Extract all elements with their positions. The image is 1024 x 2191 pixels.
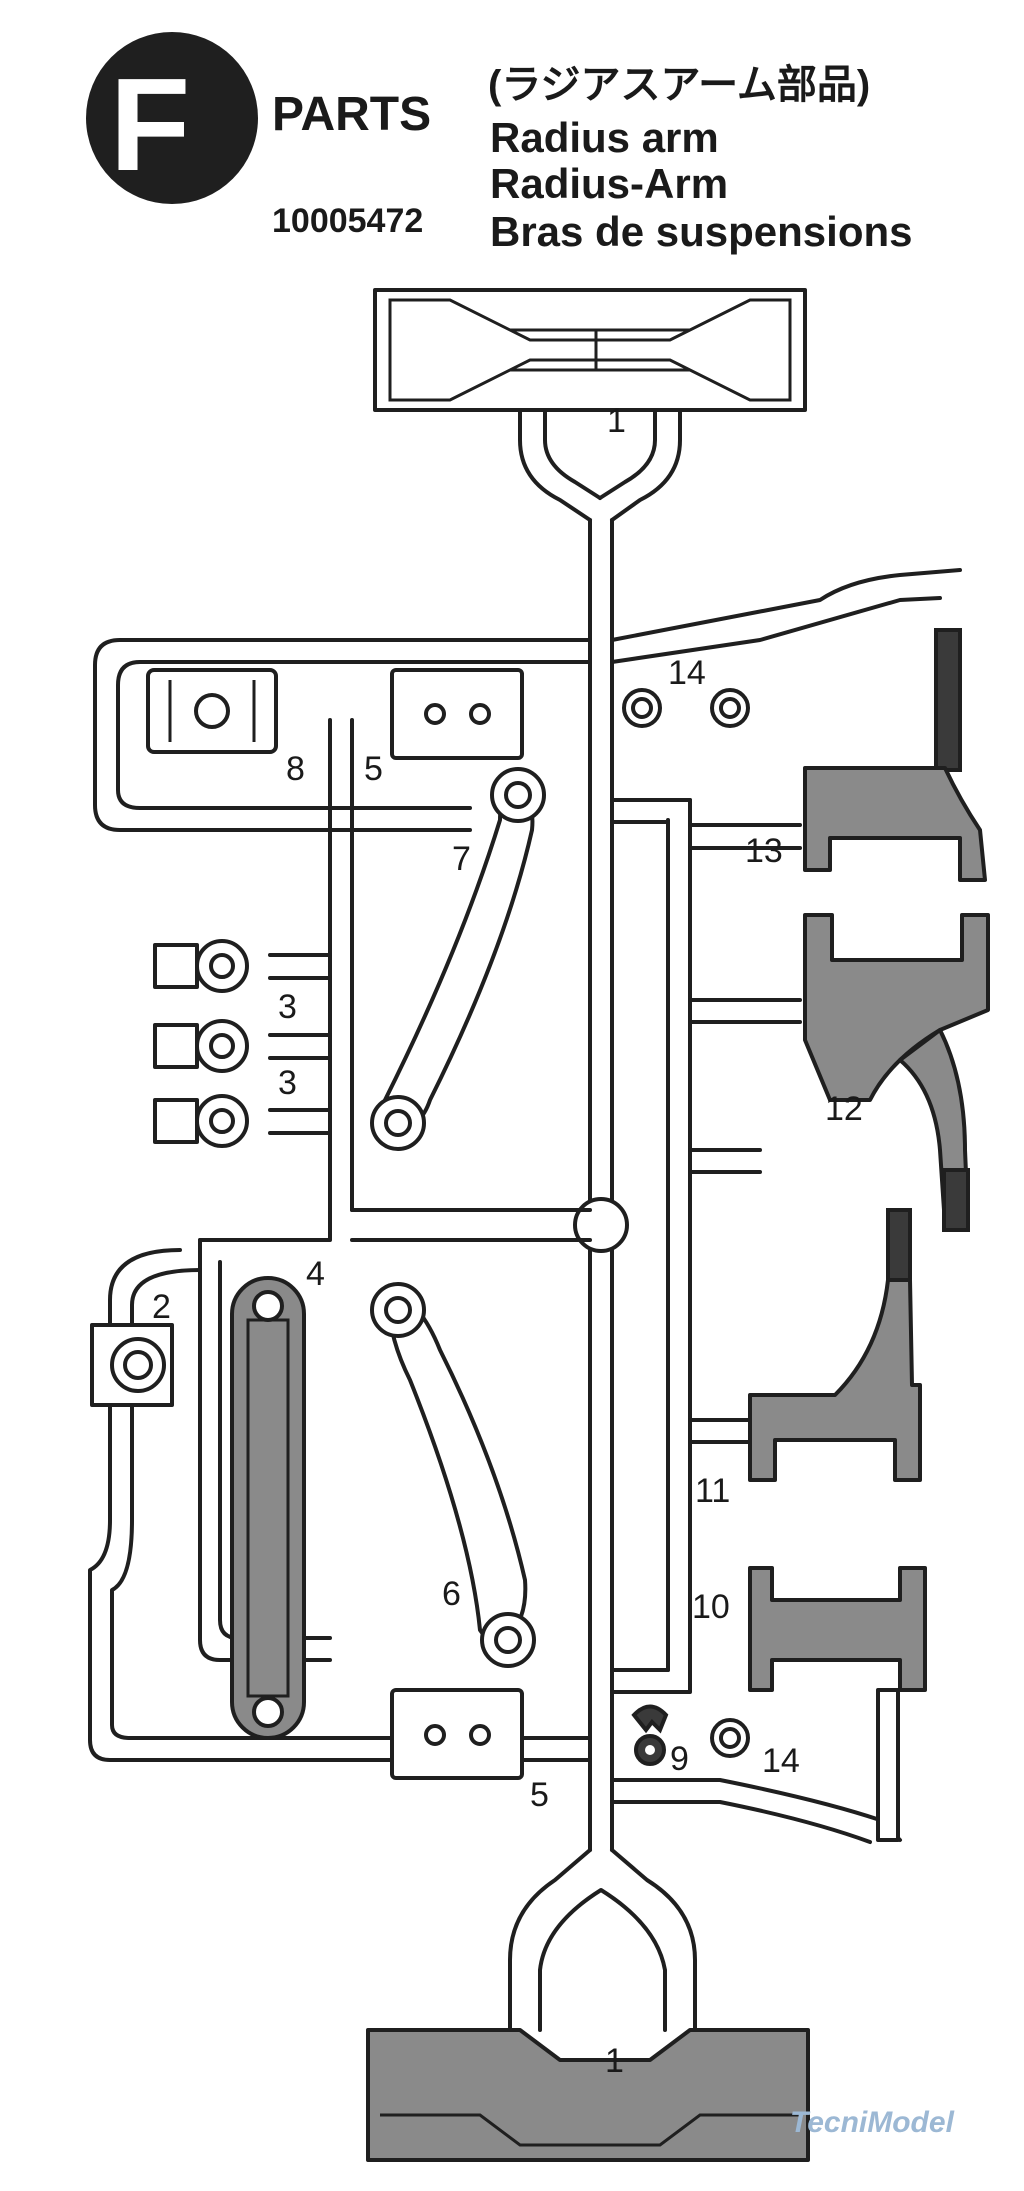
label-part-3-a: 3 bbox=[278, 988, 297, 1026]
watermark-logo: TecniModel bbox=[790, 2106, 955, 2139]
label-part-7: 7 bbox=[452, 840, 471, 878]
label-part-5-bottom: 5 bbox=[530, 1776, 549, 1814]
header: F PARTS 10005472 (ラジアスアーム部品) Radius arm … bbox=[86, 32, 912, 255]
part-8 bbox=[146, 668, 278, 754]
part-14-top bbox=[622, 688, 750, 728]
part-7 bbox=[370, 767, 546, 1151]
header-title: PARTS bbox=[272, 88, 431, 141]
label-part-4: 4 bbox=[306, 1255, 325, 1293]
part-10 bbox=[748, 1566, 927, 1842]
label-part-8: 8 bbox=[286, 750, 305, 788]
part-number: 10005472 bbox=[272, 202, 423, 240]
part-3-b bbox=[153, 1019, 249, 1073]
parts-badge-icon bbox=[86, 32, 258, 204]
title-german: Radius-Arm bbox=[490, 160, 728, 207]
label-part-1-top: 1 bbox=[607, 402, 626, 440]
part-11 bbox=[748, 1208, 922, 1482]
label-part-6: 6 bbox=[442, 1575, 461, 1613]
part-1-top bbox=[373, 288, 807, 412]
label-part-14-top: 14 bbox=[668, 654, 706, 692]
part-3-c bbox=[153, 1094, 249, 1148]
badge-letter: F bbox=[110, 51, 191, 198]
title-english: Radius arm bbox=[490, 114, 719, 161]
label-part-5-top: 5 bbox=[364, 750, 383, 788]
label-part-13: 13 bbox=[745, 832, 783, 870]
title-japanese: (ラジアスアーム部品) bbox=[488, 63, 870, 107]
label-part-14-bottom: 14 bbox=[762, 1742, 800, 1780]
label-part-9: 9 bbox=[670, 1740, 689, 1778]
part-6 bbox=[370, 1282, 536, 1668]
part-9 bbox=[631, 1704, 669, 1766]
runner-frame bbox=[88, 398, 962, 2032]
label-part-11: 11 bbox=[695, 1472, 730, 1510]
label-part-2: 2 bbox=[152, 1288, 171, 1326]
part-5-bottom bbox=[390, 1688, 524, 1780]
label-part-12: 12 bbox=[825, 1090, 863, 1128]
part-13 bbox=[803, 628, 987, 882]
part-4 bbox=[230, 1276, 306, 1740]
part-1-bottom bbox=[366, 2028, 810, 2162]
part-12 bbox=[803, 913, 990, 1232]
part-14-bottom bbox=[710, 1718, 750, 1758]
label-part-1-bottom: 1 bbox=[605, 2042, 624, 2080]
label-part-3-b: 3 bbox=[278, 1064, 297, 1102]
title-french: Bras de suspensions bbox=[490, 208, 912, 255]
label-part-10: 10 bbox=[692, 1588, 730, 1626]
part-3-a bbox=[153, 939, 249, 993]
part-2 bbox=[90, 1323, 174, 1407]
part-5-top bbox=[390, 668, 524, 760]
